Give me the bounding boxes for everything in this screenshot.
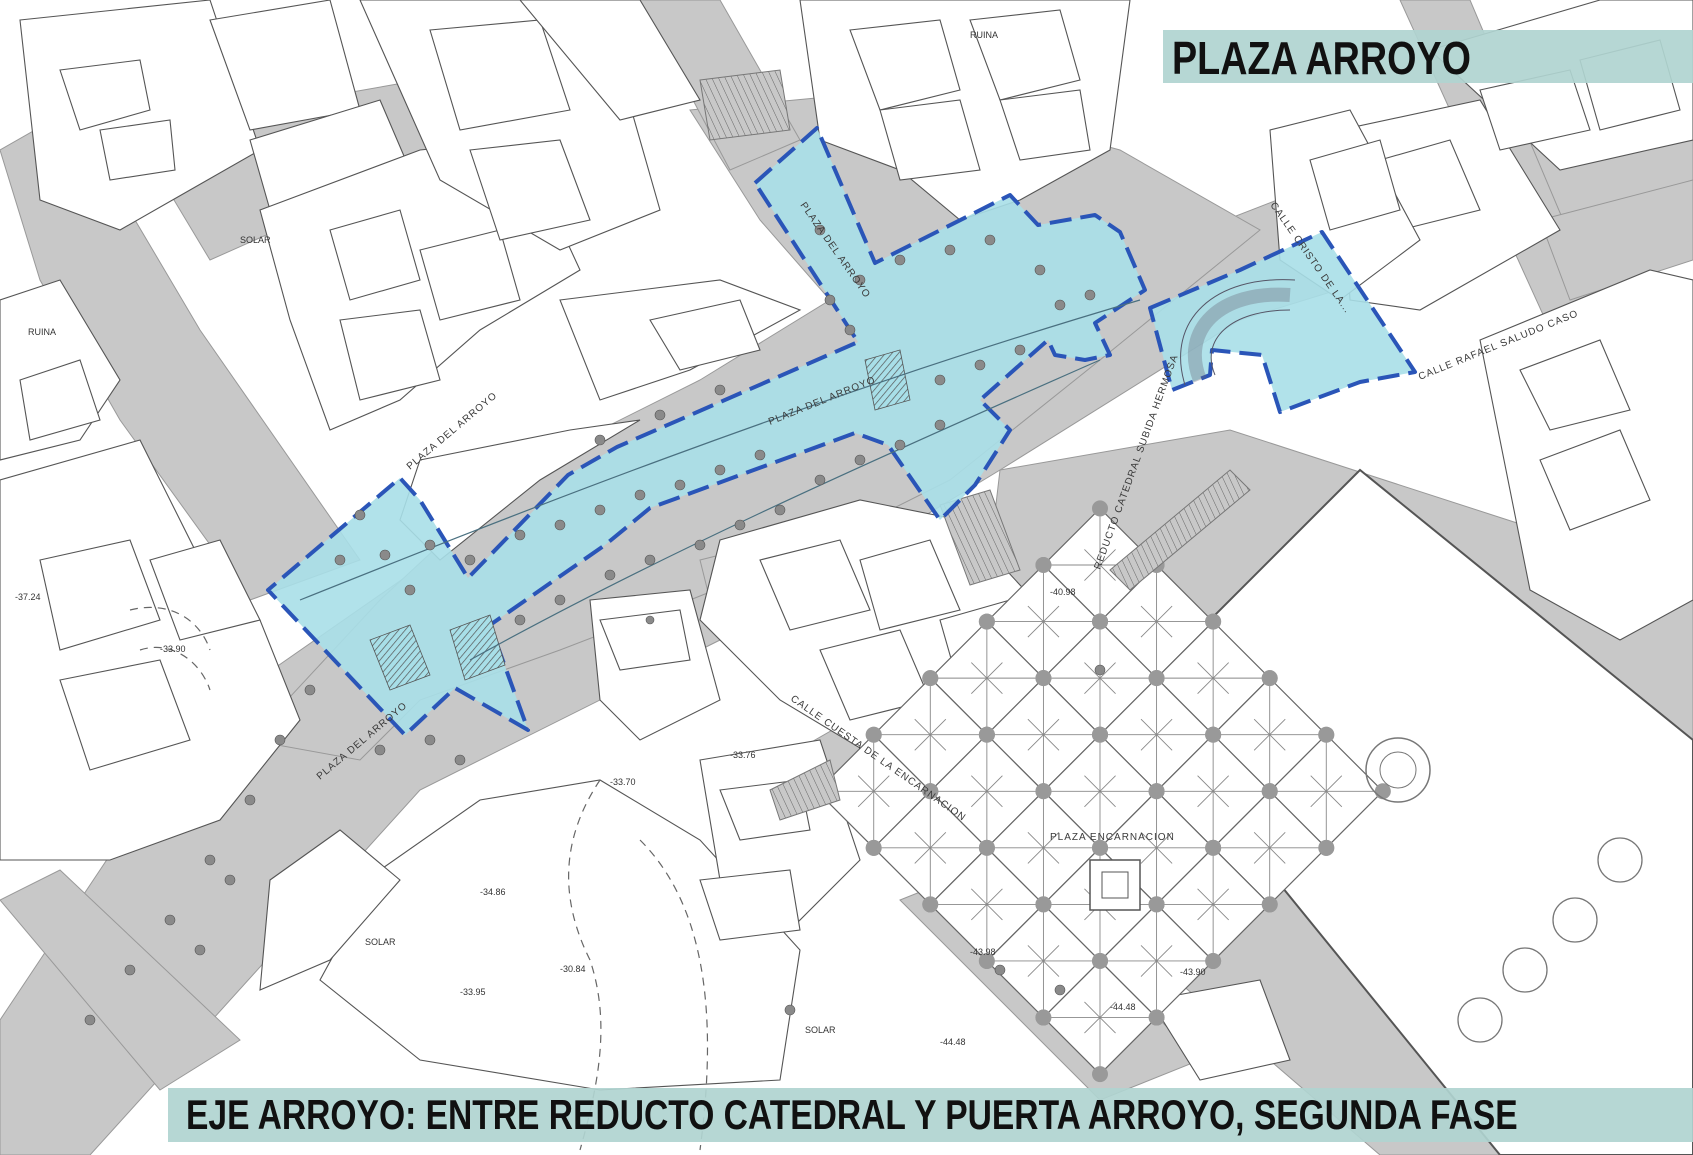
project-area-main [266, 126, 1147, 737]
cathedral [805, 468, 1693, 1155]
elevation-label: -33.70 [610, 777, 636, 787]
subtitle-banner [168, 1088, 1693, 1142]
stairs [699, 69, 1251, 821]
map-subtitle: EJE ARROYO: ENTRE REDUCTO CATEDRAL Y PUE… [186, 1091, 1518, 1138]
monument [1089, 859, 1141, 911]
trees [84, 224, 1106, 1026]
elevation-label: -34.86 [480, 887, 506, 897]
elevation-label: -43.90 [1180, 967, 1206, 977]
city-blocks [0, 0, 1693, 1091]
elevation-labels: -33.90 -34.86 -30.84 -33.95 -33.76 -44.4… [15, 587, 1206, 1047]
parcel-labels: SOLAR SOLAR SOLAR RUINA RUINA [28, 30, 998, 1035]
label-solar-2: SOLAR [365, 937, 396, 947]
elevation-label: -30.84 [560, 964, 586, 974]
elevation-label: -33.95 [460, 987, 486, 997]
elevation-label: -44.48 [1110, 1002, 1136, 1012]
label-plaza-encarnacion: PLAZA ENCARNACION [1050, 832, 1175, 843]
elevation-label: -43.98 [970, 947, 996, 957]
elevation-label: -37.24 [15, 592, 41, 602]
label-solar-3: SOLAR [805, 1025, 836, 1035]
label-ruina-1: RUINA [28, 327, 56, 337]
elevation-label: -33.76 [730, 750, 756, 760]
elevation-label: -44.48 [940, 1037, 966, 1047]
elevation-label: -40.98 [1050, 587, 1076, 597]
project-area-east [1148, 230, 1417, 414]
label-ruina-2: RUINA [970, 30, 998, 40]
elevation-label: -33.90 [160, 644, 186, 654]
title-banner [1163, 30, 1693, 83]
label-solar-1: SOLAR [240, 235, 271, 245]
project-area [266, 126, 1417, 737]
map-title: PLAZA ARROYO [1172, 32, 1471, 84]
